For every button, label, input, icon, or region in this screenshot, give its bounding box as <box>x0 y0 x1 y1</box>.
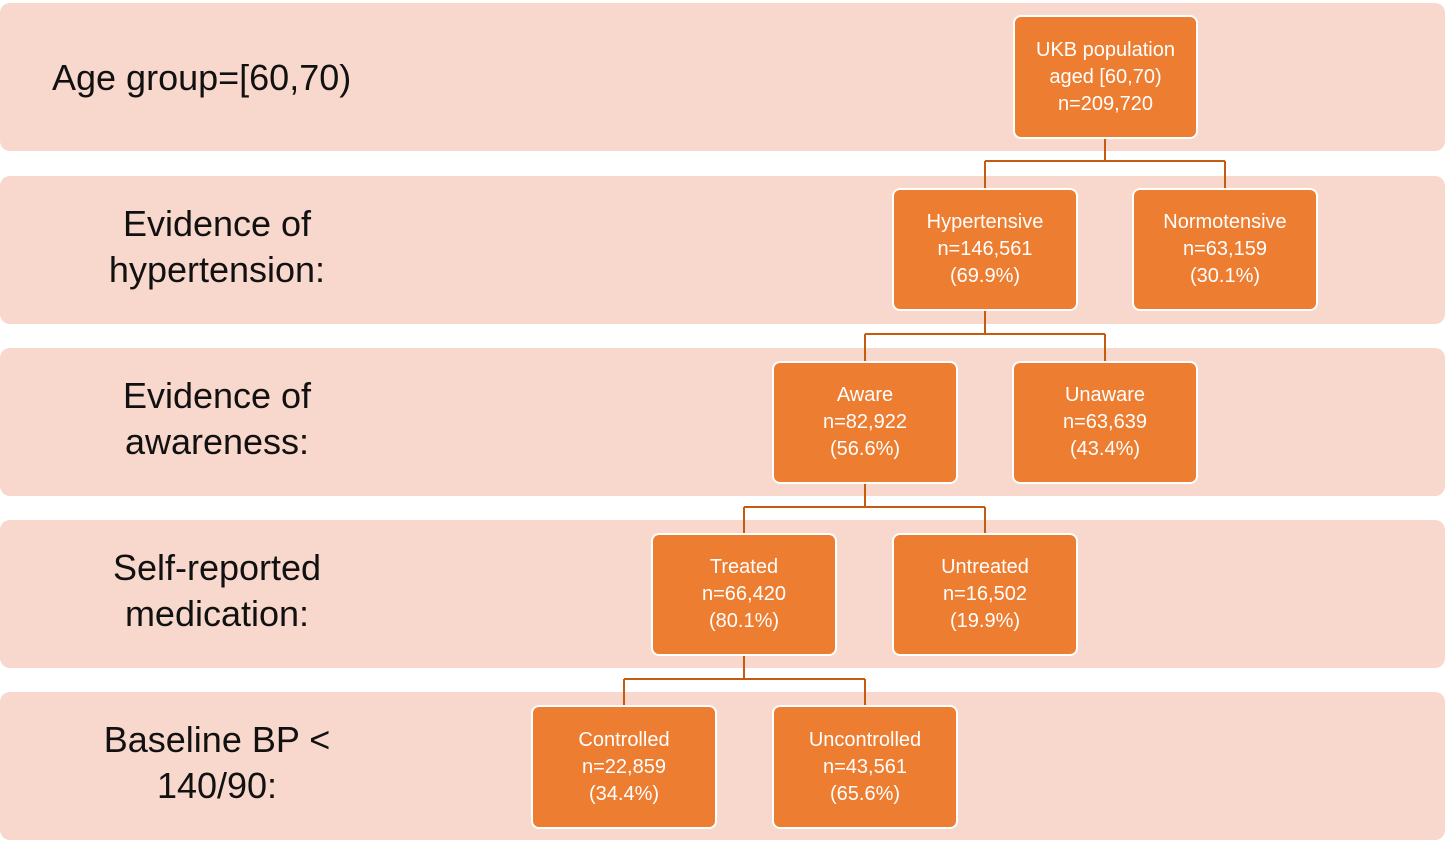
node-uncontrolled-line2: n=43,561 <box>823 755 907 778</box>
level-label-age-text: Age group=[60,70) <box>52 57 352 98</box>
node-controlled-line2: n=22,859 <box>582 755 666 778</box>
level-band-age: Age group=[60,70) <box>0 3 1445 151</box>
node-root-line3: n=209,720 <box>1057 92 1154 115</box>
node-uncontrolled-line3: (65.6%) <box>829 782 901 805</box>
node-root-line2: aged [60,70) <box>1049 65 1162 88</box>
level-band-baseline-bp: Baseline BP < 140/90: <box>0 692 1445 840</box>
node-aware-line2: n=82,922 <box>823 411 907 433</box>
node-hypertensive: Hypertensive n=146,561 (69.9%) <box>892 188 1078 311</box>
node-hypertensive-line3: (69.9%) <box>949 265 1021 287</box>
level-band-awareness: Evidence of awareness: <box>0 348 1445 496</box>
level-label-hypertension-line2: hypertension: <box>108 249 326 290</box>
node-unaware-line3: (43.4%) <box>1069 438 1141 460</box>
node-untreated: Untreated n=16,502 (19.9%) <box>892 533 1078 656</box>
node-normotensive-line2: n=63,159 <box>1183 238 1267 260</box>
node-untreated-line1: Untreated <box>941 556 1029 578</box>
node-controlled-line3: (34.4%) <box>588 782 660 805</box>
level-label-awareness-line2: awareness: <box>124 421 310 462</box>
node-untreated-line3: (19.9%) <box>949 610 1021 632</box>
level-label-baseline-bp: Baseline BP < 140/90: <box>2 717 432 809</box>
level-label-medication-line1: Self-reported <box>112 547 322 588</box>
level-label-age: Age group=[60,70) <box>52 55 351 101</box>
level-label-hypertension-line1: Evidence of <box>122 203 312 244</box>
node-aware-line1: Aware <box>836 384 894 406</box>
node-root-population: UKB population aged [60,70) n=209,720 <box>1013 15 1198 139</box>
node-normotensive: Normotensive n=63,159 (30.1%) <box>1132 188 1318 311</box>
node-uncontrolled-line1: Uncontrolled <box>808 728 922 751</box>
node-treated-line1: Treated <box>709 556 779 578</box>
node-controlled-line1: Controlled <box>578 728 670 751</box>
level-label-awareness-line1: Evidence of <box>122 375 312 416</box>
node-treated-line3: (80.1%) <box>708 610 780 632</box>
node-uncontrolled: Uncontrolled n=43,561 (65.6%) <box>772 705 958 829</box>
node-treated-line2: n=66,420 <box>702 583 786 605</box>
node-normotensive-line3: (30.1%) <box>1189 265 1261 287</box>
level-label-hypertension: Evidence of hypertension: <box>2 201 432 293</box>
level-label-awareness: Evidence of awareness: <box>2 373 432 465</box>
node-treated: Treated n=66,420 (80.1%) <box>651 533 837 656</box>
level-label-medication-line2: medication: <box>124 593 310 634</box>
level-label-baseline-bp-line2: 140/90: <box>156 765 278 806</box>
node-hypertensive-line1: Hypertensive <box>926 211 1044 233</box>
node-unaware-line1: Unaware <box>1064 384 1146 406</box>
node-controlled: Controlled n=22,859 (34.4%) <box>531 705 717 829</box>
node-untreated-line2: n=16,502 <box>943 583 1027 605</box>
node-aware: Aware n=82,922 (56.6%) <box>772 361 958 484</box>
node-normotensive-line1: Normotensive <box>1163 211 1287 233</box>
level-label-medication: Self-reported medication: <box>2 545 432 637</box>
node-aware-line3: (56.6%) <box>829 438 901 460</box>
node-unaware: Unaware n=63,639 (43.4%) <box>1012 361 1198 484</box>
level-label-baseline-bp-line1: Baseline BP < <box>103 719 331 760</box>
node-hypertensive-line2: n=146,561 <box>937 238 1033 260</box>
node-root-line1: UKB population <box>1036 38 1175 61</box>
node-unaware-line2: n=63,639 <box>1063 411 1147 433</box>
